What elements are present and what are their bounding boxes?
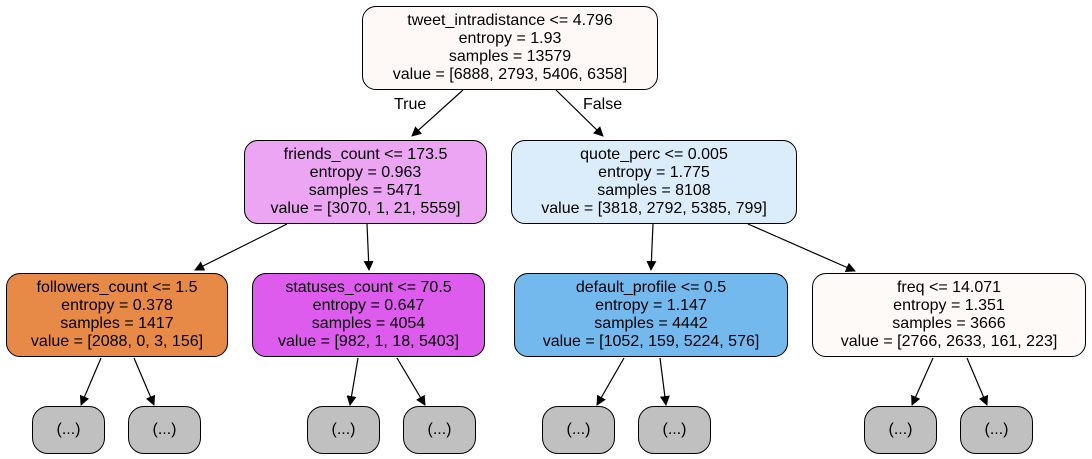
edge-left-ll: [194, 223, 288, 271]
node-samples: samples = 3666: [892, 315, 1006, 332]
node-entropy: entropy = 0.963: [309, 164, 422, 181]
node-samples: samples = 5471: [308, 182, 423, 199]
edge-right-rr: [747, 223, 856, 272]
leaf-label: (...): [152, 421, 177, 438]
node-left-left: followers_count <= 1.5 entropy = 0.378 s…: [6, 273, 228, 357]
truncated-leaf: (...): [128, 406, 201, 454]
edge-root-left: [411, 89, 464, 137]
truncated-leaf: (...): [960, 406, 1033, 454]
node-left: friends_count <= 173.5 entropy = 0.963 s…: [244, 140, 487, 224]
node-samples: samples = 1417: [60, 315, 174, 332]
node-entropy: entropy = 0.378: [61, 297, 173, 314]
edge-rr-leaf1: [911, 357, 934, 406]
node-split: statuses_count <= 70.5: [285, 279, 452, 296]
node-entropy: entropy = 1.351: [893, 297, 1005, 314]
edge-label-true: True: [394, 96, 427, 113]
node-entropy: entropy = 1.775: [598, 164, 710, 181]
leaf-label: (...): [662, 421, 687, 438]
node-split: freq <= 14.071: [896, 279, 1002, 296]
node-samples: samples = 8108: [597, 182, 711, 199]
truncated-leaf: (...): [403, 406, 476, 454]
edge-rl-leaf2: [659, 357, 670, 406]
edge-ll-leaf1: [79, 357, 102, 406]
truncated-leaf: (...): [864, 406, 937, 454]
node-value: value = [3818, 2792, 5385, 799]: [541, 200, 767, 217]
truncated-leaf: (...): [638, 406, 711, 454]
edge-left-lr: [363, 223, 374, 271]
node-split: followers_count <= 1.5: [36, 279, 198, 296]
node-right-left: default_profile <= 0.5 entropy = 1.147 s…: [514, 273, 788, 357]
node-value: value = [1052, 159, 5224, 576]: [542, 333, 760, 350]
edge-rl-leaf1: [596, 357, 625, 406]
truncated-leaf: (...): [32, 406, 105, 454]
truncated-leaf: (...): [307, 406, 380, 454]
node-value: value = [2766, 2633, 161, 223]: [840, 333, 1058, 350]
edge-right-rl: [646, 223, 657, 271]
node-value: value = [3070, 1, 21, 5559]: [270, 200, 461, 217]
edge-lr-leaf1: [346, 357, 359, 406]
node-left-right: statuses_count <= 70.5 entropy = 0.647 s…: [252, 273, 485, 357]
node-entropy: entropy = 1.93: [458, 30, 562, 47]
leaf-label: (...): [888, 421, 913, 438]
leaf-label: (...): [56, 421, 81, 438]
truncated-leaf: (...): [542, 406, 615, 454]
node-value: value = [2088, 0, 3, 156]: [30, 333, 204, 350]
node-entropy: entropy = 1.147: [595, 297, 707, 314]
node-entropy: entropy = 0.647: [312, 297, 425, 314]
node-samples: samples = 4054: [311, 315, 426, 332]
node-split: quote_perc <= 0.005: [580, 146, 728, 163]
node-split: friends_count <= 173.5: [283, 146, 448, 163]
leaf-label: (...): [984, 421, 1009, 438]
node-value: value = [6888, 2793, 5406, 6358]: [392, 66, 628, 83]
leaf-label: (...): [427, 421, 452, 438]
node-root: tweet_intradistance <= 4.796 entropy = 1…: [362, 6, 658, 90]
node-right-right: freq <= 14.071 entropy = 1.351 samples =…: [812, 273, 1086, 357]
node-split: default_profile <= 0.5: [575, 279, 727, 296]
edge-lr-leaf2: [396, 357, 426, 406]
leaf-label: (...): [566, 421, 591, 438]
edge-rr-leaf2: [966, 357, 989, 406]
node-split: tweet_intradistance <= 4.796: [407, 12, 613, 29]
edge-root-right: [555, 89, 604, 137]
node-samples: samples = 4442: [594, 315, 708, 332]
edge-label-false: False: [583, 96, 623, 113]
node-value: value = [982, 1, 18, 5403]: [277, 333, 460, 350]
node-right: quote_perc <= 0.005 entropy = 1.775 samp…: [511, 140, 797, 224]
leaf-label: (...): [331, 421, 356, 438]
node-samples: samples = 13579: [448, 48, 572, 65]
edge-ll-leaf2: [133, 357, 156, 406]
